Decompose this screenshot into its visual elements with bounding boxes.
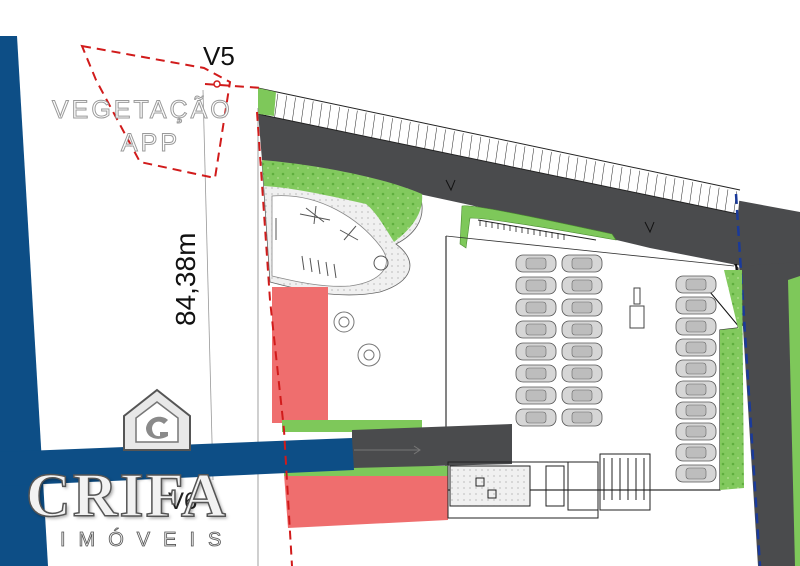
fountain-2	[357, 343, 381, 367]
parked-car	[675, 275, 717, 294]
sidewalk-hatched	[258, 90, 740, 214]
parked-car	[675, 296, 717, 315]
parked-car	[675, 338, 717, 357]
garden-lawn	[271, 195, 387, 287]
parked-car	[561, 276, 603, 295]
access-road	[352, 424, 512, 468]
parked-car	[515, 298, 557, 317]
parking-cars-left	[515, 254, 603, 427]
parked-car	[675, 464, 717, 483]
parked-car	[561, 320, 603, 339]
parking-cars-right	[675, 275, 717, 483]
road-main	[258, 112, 800, 266]
app-vegetation-outline	[80, 44, 232, 180]
parked-car	[515, 364, 557, 383]
parked-car	[515, 320, 557, 339]
vertex-v5-label: V5	[203, 41, 235, 71]
parked-car	[515, 254, 557, 273]
brand-subtitle: IMÓVEIS	[60, 529, 235, 551]
playground	[275, 205, 389, 279]
boundary-band-bottom	[0, 438, 354, 486]
arrow-2	[644, 221, 655, 234]
grass-corner	[258, 88, 276, 116]
app-label: APP	[120, 129, 181, 157]
parked-car	[561, 298, 603, 317]
parked-car	[561, 386, 603, 405]
parked-car	[675, 422, 717, 441]
ramp-hatch	[479, 220, 565, 240]
boundary-strip-left	[0, 36, 48, 566]
grass-right-edge	[788, 276, 800, 566]
parked-car	[675, 380, 717, 399]
parked-car	[515, 342, 557, 361]
building-red-bottom	[284, 472, 448, 528]
parked-car	[515, 276, 557, 295]
parked-car	[515, 408, 557, 427]
green-strip	[459, 205, 617, 249]
distance-label: 84,38m	[170, 232, 201, 326]
house-c-logo-icon	[123, 388, 191, 451]
vertex-v6-label: V6	[168, 488, 198, 515]
grass-parking-edge	[720, 270, 744, 490]
road-edge-line	[734, 193, 762, 566]
parked-car	[561, 364, 603, 383]
parked-car	[675, 359, 717, 378]
parked-car	[675, 317, 717, 336]
parked-car	[675, 401, 717, 420]
garden-grass-top	[262, 160, 423, 242]
road-right	[738, 220, 800, 566]
vertex-v5-marker	[213, 80, 221, 88]
parked-car	[561, 408, 603, 427]
vegetation-label: VEGETAÇÃO	[52, 96, 233, 124]
parked-car	[515, 386, 557, 405]
brand-watermark: CRIFA	[25, 462, 228, 530]
parked-car	[561, 342, 603, 361]
property-line	[256, 111, 293, 566]
floor-plan	[447, 453, 651, 519]
parked-car	[675, 443, 717, 462]
fountain-1	[333, 311, 355, 333]
arrow-1	[445, 179, 456, 192]
equipment	[629, 287, 645, 329]
parked-car	[561, 254, 603, 273]
